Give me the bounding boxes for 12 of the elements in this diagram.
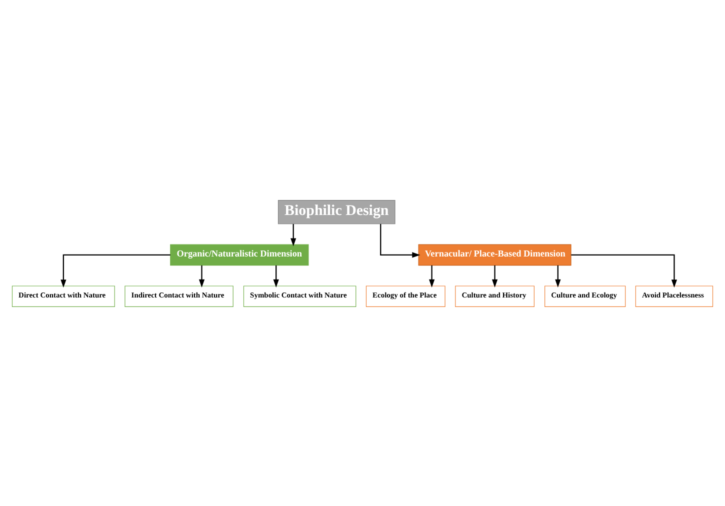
arrow [555, 264, 561, 287]
arrow [60, 254, 170, 288]
arrow [198, 264, 205, 287]
node-box: Biophilic Design [278, 200, 396, 224]
arrow [380, 224, 420, 258]
arrow [428, 264, 435, 287]
node-box: Vernacular/ Place-Based Dimension [418, 244, 572, 266]
node-box: Organic/Naturalistic Dimension [170, 244, 309, 266]
arrow [571, 254, 678, 288]
arrow [492, 264, 498, 287]
arrow [290, 224, 296, 246]
arrow [273, 264, 279, 287]
